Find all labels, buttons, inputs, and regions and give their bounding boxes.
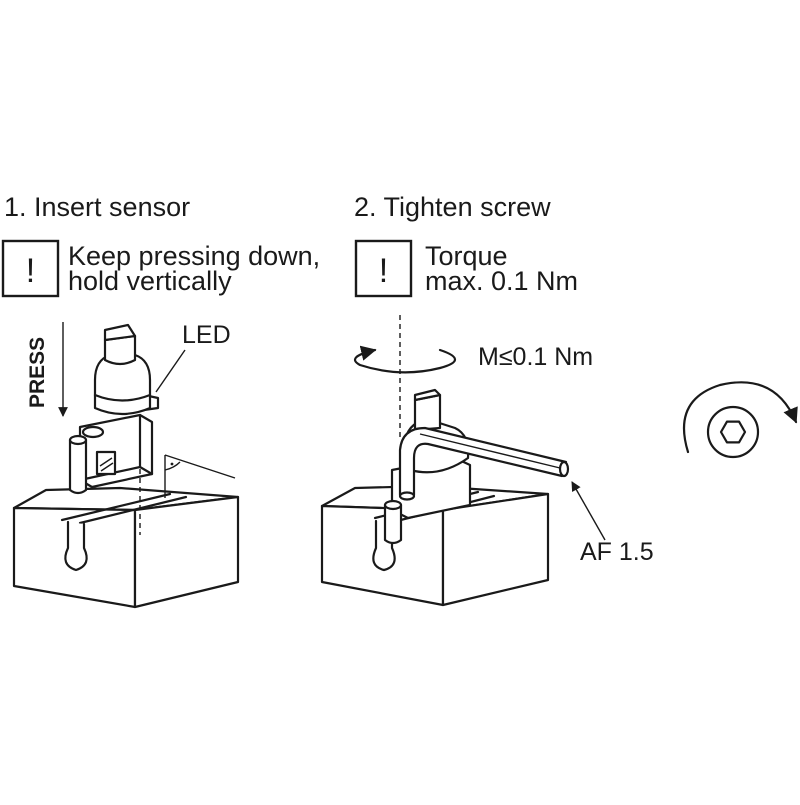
led-callout-line (155, 349, 186, 393)
step2-heading: 2. Tighten screw (354, 192, 551, 222)
af-callout-arrow (571, 481, 606, 541)
step1-sensor (68, 323, 160, 535)
step1-note-line2: hold vertically (68, 266, 232, 296)
step1-panel: 1. Insert sensor ! Keep pressing down, h… (1, 192, 320, 609)
step1-note-line1: Keep pressing down, (68, 241, 320, 271)
step1-base-block (12, 486, 240, 609)
step1-warning-mark: ! (26, 252, 35, 290)
step2-warning-mark: ! (379, 252, 388, 290)
step1-heading: 1. Insert sensor (4, 192, 190, 222)
step1-warning-icon: ! (1, 239, 60, 298)
torque-rotation-arrow (353, 345, 457, 374)
clockwise-rotation-icon (683, 381, 798, 454)
step2-warning-icon: ! (354, 239, 413, 298)
torque-label: M≤0.1 Nm (478, 343, 593, 371)
tool-size-label: AF 1.5 (580, 538, 654, 566)
step2-note-line1: Torque (425, 241, 508, 271)
step2-panel: 2. Tighten screw ! Torque max. 0.1 Nm M≤… (320, 192, 798, 607)
hex-key-tool (398, 426, 570, 501)
step2-note-line2: max. 0.1 Nm (425, 266, 578, 296)
hex-socket-icon (706, 405, 760, 459)
led-label: LED (182, 321, 231, 349)
press-label: PRESS (26, 337, 49, 408)
